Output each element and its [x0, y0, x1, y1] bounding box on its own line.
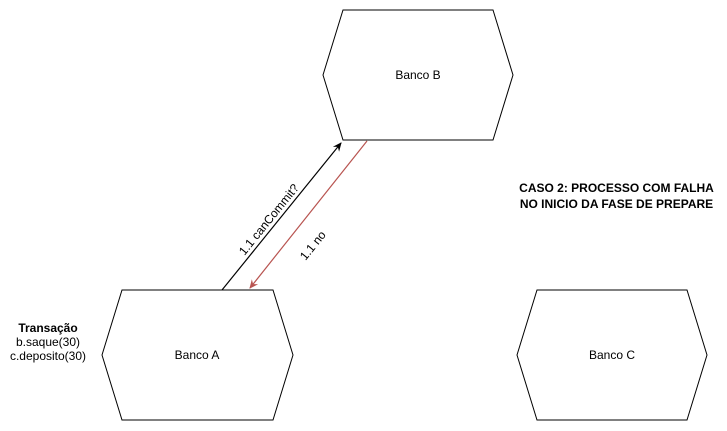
edge-no-reply-label: 1.1 no [297, 228, 329, 263]
node-banco-b-label: Banco B [395, 68, 440, 82]
case-caption-line1: CASO 2: PROCESSO COM FALHA [519, 181, 714, 195]
node-banco-c-label: Banco C [589, 348, 635, 362]
case-caption-line2: NO INICIO DA FASE DE PREPARE [519, 197, 714, 211]
transaction-title: Transação [18, 321, 78, 335]
transaction-note: Transação b.saque(30) c.deposito(30) [0, 321, 96, 363]
case-caption: CASO 2: PROCESSO COM FALHA NO INICIO DA … [506, 180, 727, 212]
node-banco-b[interactable]: Banco B [322, 9, 514, 141]
transaction-op-saque: b.saque(30) [15, 335, 81, 349]
node-banco-a-label: Banco A [175, 348, 220, 362]
node-banco-a[interactable]: Banco A [101, 289, 294, 421]
transaction-op-deposito: c.deposito(30) [9, 349, 87, 363]
edge-no-reply-arrow[interactable] [249, 140, 368, 289]
edge-cancommit-label: 1.1 canCommit? [236, 181, 302, 258]
edge-cancommit-arrow[interactable] [221, 142, 342, 291]
node-banco-c[interactable]: Banco C [516, 289, 708, 421]
